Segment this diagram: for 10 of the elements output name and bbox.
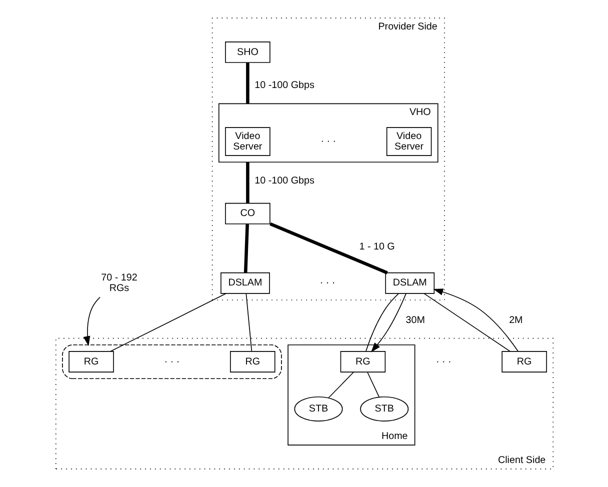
label: · · · (319, 278, 335, 289)
label: · · · (320, 136, 336, 148)
edge-label: 30M (405, 314, 424, 326)
label: · · · (164, 356, 180, 368)
edge-label: 10 -100 Gbps (254, 176, 314, 187)
edge-label: 1 - 10 G (358, 241, 394, 252)
edge-label: 10 -100 Gbps (254, 80, 314, 92)
edge-label: 2M (508, 314, 522, 326)
node-text: 70 - 192 RGs (100, 272, 137, 294)
label: · · · (435, 356, 451, 368)
